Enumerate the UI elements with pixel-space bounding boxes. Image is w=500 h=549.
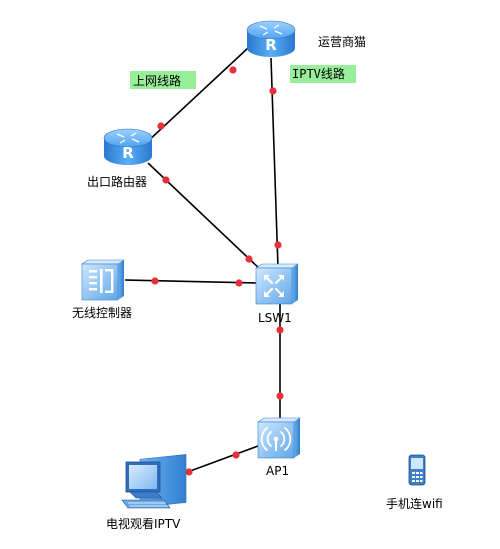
port-dot	[235, 279, 243, 287]
internet-link-label-bg	[130, 71, 196, 89]
mobile-phone-icon	[408, 454, 426, 486]
link-wlc-to-switch	[124, 279, 257, 284]
iptv-link-label-bg	[290, 65, 356, 83]
wlc-label: 无线控制器	[72, 306, 132, 320]
mobile-phone[interactable]	[408, 454, 426, 486]
desktop-computer-icon	[121, 454, 187, 509]
isp-router-label: 运营商猫	[318, 34, 366, 49]
port-dot	[162, 176, 170, 184]
svg-text:R: R	[122, 144, 134, 162]
port-dot	[185, 468, 193, 476]
port-dot	[276, 326, 284, 334]
port-dot	[274, 241, 282, 249]
pc-label: 电视观看IPTV	[106, 516, 181, 531]
pc-iptv[interactable]	[121, 454, 187, 509]
link-ap-to-pc	[181, 445, 259, 475]
port-dot	[276, 392, 284, 400]
switch-icon	[255, 263, 299, 305]
port-dot	[151, 277, 159, 285]
port-dot	[245, 255, 253, 263]
switch-lsw1[interactable]	[255, 263, 299, 305]
port-dot	[269, 87, 277, 95]
phone-label: 手机连wifi	[386, 496, 443, 511]
ap-label: AP1	[266, 464, 289, 478]
router-icon: R	[103, 128, 153, 165]
iptv-link-label: IPTV线路	[292, 66, 345, 81]
access-point-icon	[257, 417, 301, 459]
exit-router[interactable]: R	[103, 128, 153, 165]
port-dot	[157, 122, 165, 130]
port-dot	[229, 66, 237, 74]
port-dot	[232, 451, 240, 459]
internet-link-label: 上网线路	[133, 73, 181, 88]
switch-label: LSW1	[258, 311, 292, 325]
port-dots	[151, 66, 284, 476]
router-icon: R	[246, 20, 296, 57]
wireless-controller-icon	[81, 259, 125, 301]
links	[124, 47, 281, 475]
access-point-ap1[interactable]	[257, 417, 301, 459]
svg-text:R: R	[265, 36, 277, 54]
exit-router-label: 出口路由器	[87, 174, 147, 189]
wireless-controller[interactable]	[81, 259, 125, 301]
isp-router[interactable]: R	[246, 20, 296, 57]
